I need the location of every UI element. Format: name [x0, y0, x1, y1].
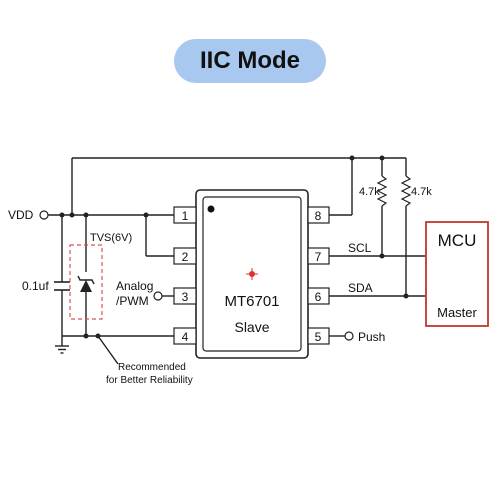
- svg-text:3: 3: [182, 290, 189, 304]
- note-line-1: Recommended: [118, 362, 186, 373]
- pin-7: 7: [307, 247, 330, 265]
- capacitor-symbol: [54, 281, 70, 291]
- title-text: IIC Mode: [200, 47, 300, 74]
- resistor-1-icon: [376, 175, 388, 207]
- svg-text:5: 5: [315, 330, 322, 344]
- analog-terminal: [153, 291, 163, 301]
- mcu-role: Master: [437, 305, 477, 320]
- pin-5: 5: [307, 327, 330, 345]
- wires: [48, 157, 426, 365]
- pin-8: 8: [307, 206, 330, 224]
- tvs-label: TVS(6V): [90, 232, 132, 244]
- pin-3: 3: [173, 287, 197, 305]
- resistor-1-label: 4.7k: [359, 186, 380, 198]
- chip-role: Slave: [234, 319, 269, 335]
- pin-2: 2: [173, 247, 197, 265]
- junction-dots: [59, 155, 409, 339]
- cap-label: 0.1uf: [22, 279, 49, 293]
- chip-inner: [202, 196, 302, 352]
- sda-label: SDA: [348, 281, 373, 295]
- mcu-box: [425, 221, 489, 327]
- title-pill: IIC Mode: [174, 39, 326, 83]
- center-mark: [246, 268, 258, 280]
- pin-1: 1: [173, 206, 197, 224]
- mcu-title: MCU: [438, 231, 477, 250]
- resistor-2-label: 4.7k: [411, 186, 432, 198]
- svg-text:2: 2: [182, 250, 189, 264]
- ground-icon: [55, 342, 69, 354]
- chip-name: MT6701: [224, 293, 279, 310]
- svg-text:7: 7: [315, 250, 322, 264]
- note-line-2: for Better Reliability: [106, 375, 193, 386]
- vdd-label: VDD: [8, 208, 34, 222]
- tvs-diode-icon: [77, 275, 95, 292]
- svg-text:6: 6: [315, 290, 322, 304]
- scl-label: SCL: [348, 241, 372, 255]
- pin-4: 4: [173, 327, 197, 345]
- pin-6: 6: [307, 287, 330, 305]
- svg-text:8: 8: [315, 209, 322, 223]
- analog-label-2: /PWM: [116, 294, 149, 308]
- analog-label-1: Analog: [116, 279, 153, 293]
- resistor-2-icon: [400, 175, 412, 207]
- push-label: Push: [358, 330, 385, 344]
- pin1-dot: [207, 205, 215, 213]
- vdd-terminal: [39, 210, 49, 220]
- svg-text:1: 1: [182, 209, 189, 223]
- svg-text:4: 4: [182, 330, 189, 344]
- push-terminal: [344, 331, 354, 341]
- tvs-dashed-box: [69, 244, 103, 320]
